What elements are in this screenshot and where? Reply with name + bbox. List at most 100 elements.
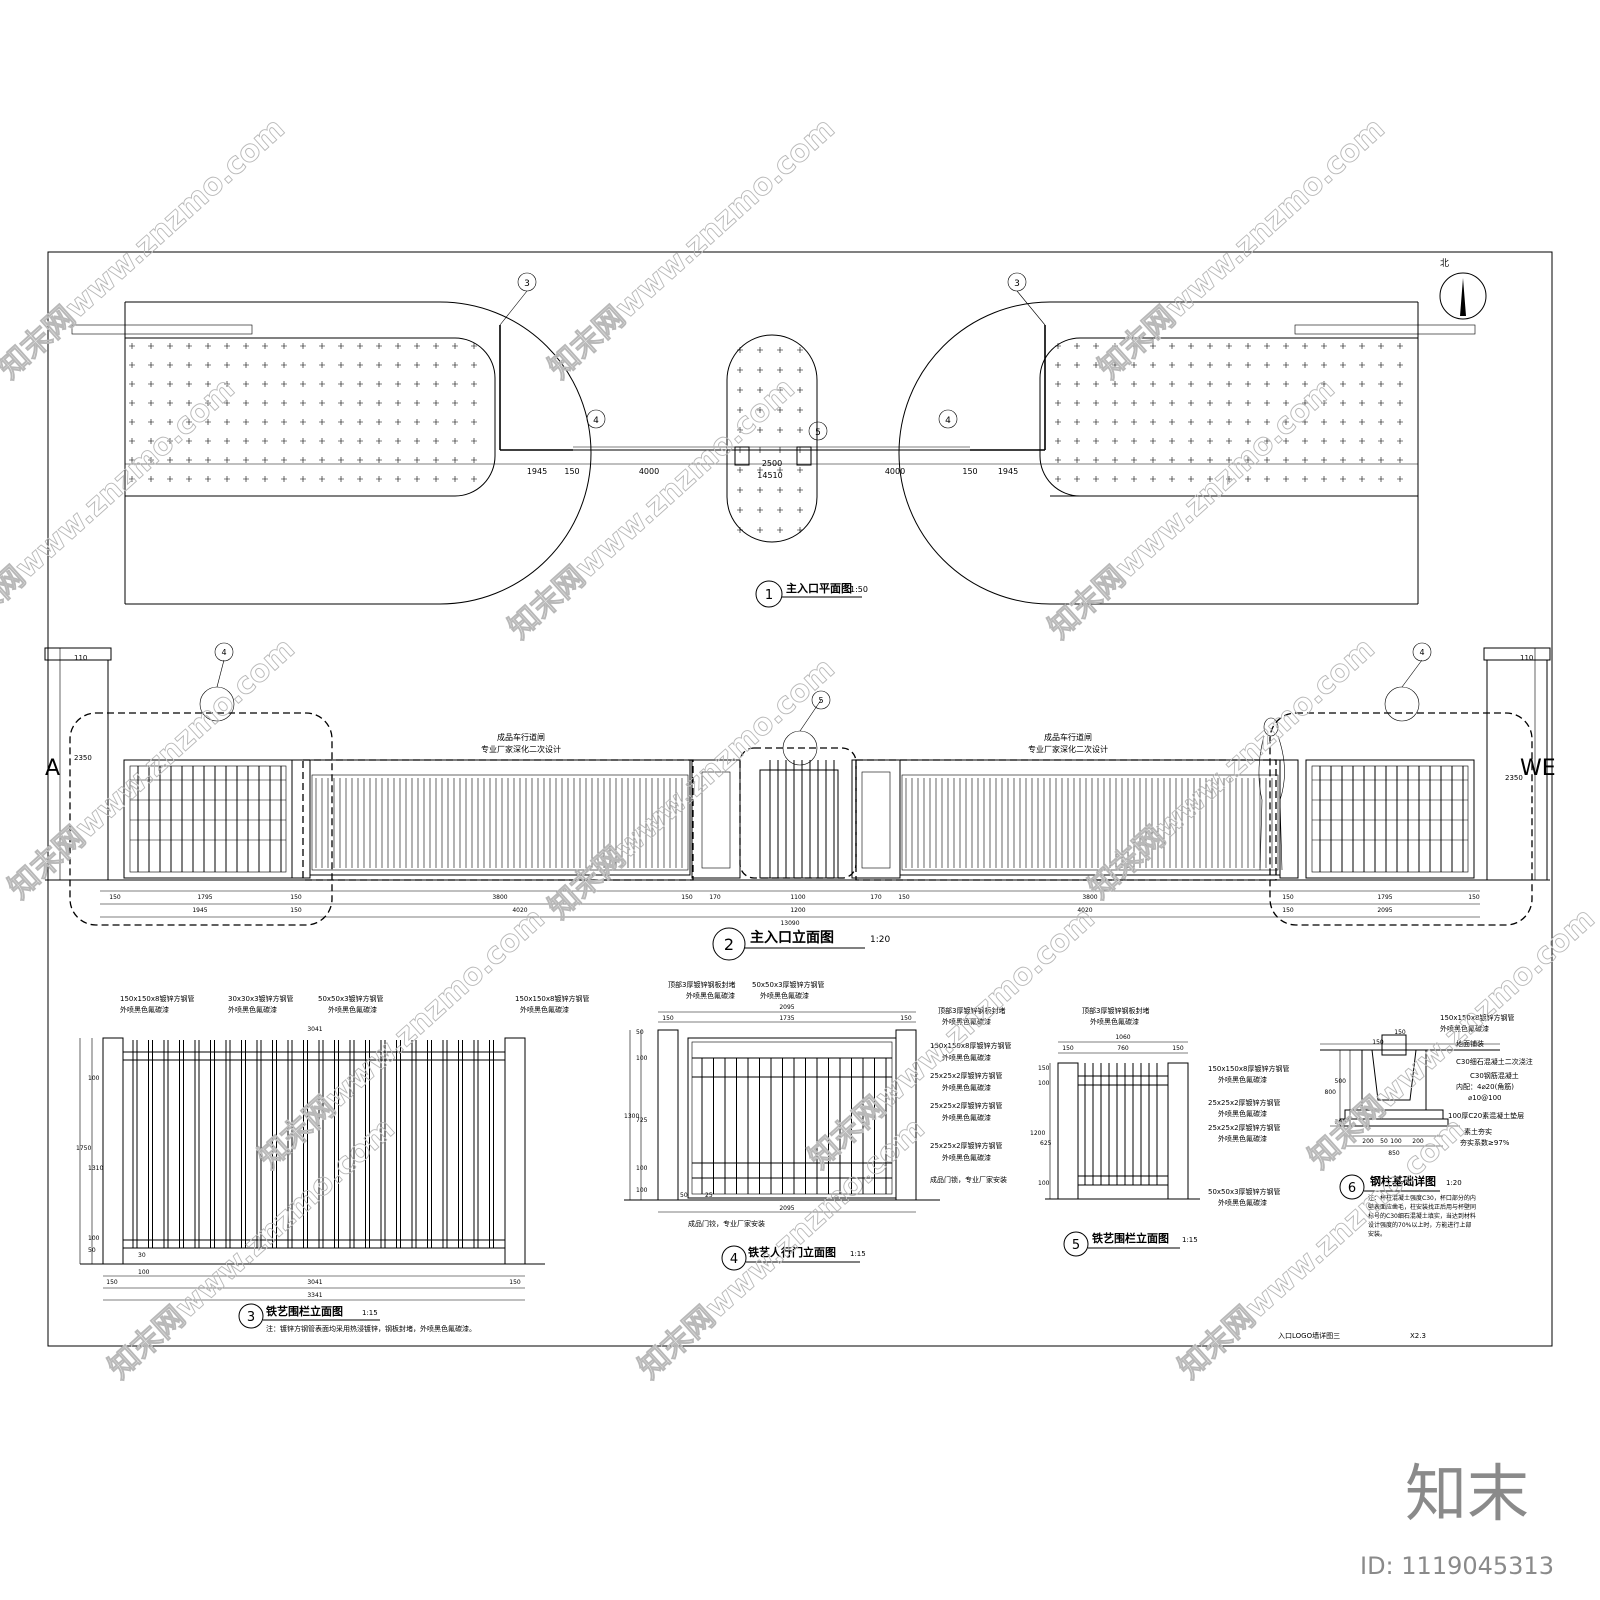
hatch-mark	[1150, 343, 1156, 349]
hatch-mark	[471, 438, 477, 444]
hatch-mark	[757, 427, 763, 433]
detail3-drawing	[79, 1037, 545, 1329]
d3-hdim-5: 50	[88, 1247, 96, 1254]
d6-dim-9: 200	[1412, 1138, 1424, 1145]
d4-scale: 1:15	[850, 1250, 866, 1258]
hatch-mark	[186, 419, 192, 425]
d3-title: 铁艺围栏立面图	[266, 1304, 343, 1318]
d4-spacing-50: 50	[680, 1192, 688, 1199]
hatch-mark	[338, 343, 344, 349]
d5-hdim-2: 100	[1038, 1080, 1050, 1087]
hatch-mark	[737, 467, 743, 473]
hatch-mark	[433, 419, 439, 425]
d5-note-r-7: 50x50x3厚镀锌方钢管	[1208, 1187, 1281, 1196]
hatch-mark	[414, 476, 420, 482]
hatch-mark	[1340, 476, 1346, 482]
elev-r2-d1: 1945	[192, 907, 207, 914]
hatch-mark	[1245, 438, 1251, 444]
hatch-mark	[395, 476, 401, 482]
hatch-mark	[1207, 476, 1213, 482]
hatch-mark	[1264, 457, 1270, 463]
hatch-mark	[1340, 457, 1346, 463]
hatch-mark	[1321, 419, 1327, 425]
hatch-mark	[1150, 438, 1156, 444]
hatch-mark	[1359, 400, 1365, 406]
hatch-mark	[167, 476, 173, 482]
hatch-mark	[338, 381, 344, 387]
hatch-mark	[1055, 438, 1061, 444]
hatch-mark	[205, 457, 211, 463]
d4-note-r-7: 25x25x2厚镀锌方钢管	[930, 1101, 1003, 1110]
d6-dim-10: 850	[1388, 1150, 1400, 1157]
hatch-mark	[452, 343, 458, 349]
hatch-mark	[243, 400, 249, 406]
d4-top-dim-3: 150	[662, 1015, 674, 1022]
hatch-mark	[737, 447, 743, 453]
sign-letters-left: A	[45, 756, 60, 781]
watermark-text: 知末网www.znzmo.com	[502, 371, 802, 646]
d5-note-r-8: 外喷黑色氟碳漆	[1218, 1198, 1267, 1207]
hatch-mark	[186, 343, 192, 349]
hatch-mark	[1245, 343, 1251, 349]
hatch-mark	[243, 362, 249, 368]
hatch-mark	[757, 487, 763, 493]
elevation-fence-bars	[130, 760, 1468, 878]
watermark-text: 知末网www.znzmo.com	[102, 1111, 402, 1386]
d5-hdim-3: 1200	[1030, 1130, 1045, 1137]
hatch-mark	[797, 427, 803, 433]
hatch-mark	[129, 362, 135, 368]
hatch-mark	[243, 381, 249, 387]
hatch-mark	[376, 343, 382, 349]
watermark-text: 知末网www.znzmo.com	[1082, 631, 1382, 906]
hatch-mark	[1283, 476, 1289, 482]
hatch-mark	[129, 419, 135, 425]
hatch-mark	[1112, 343, 1118, 349]
hatch-mark	[1245, 362, 1251, 368]
d6-dim-1: 150	[1394, 1029, 1406, 1036]
plan-dim-5: 4000	[885, 467, 905, 476]
d3-spacing-30: 30	[138, 1252, 146, 1259]
d6-scale: 1:20	[1446, 1179, 1462, 1187]
hatch-mark	[414, 419, 420, 425]
hatch-mark	[433, 343, 439, 349]
plan-callout-3b: 3	[1014, 279, 1020, 289]
hatch-mark	[1207, 419, 1213, 425]
hatch-mark	[1131, 381, 1137, 387]
hatch-mark	[319, 476, 325, 482]
d4-note-r-4: 外喷黑色氟碳漆	[942, 1053, 991, 1062]
d4-top-dim-2: 1735	[779, 1015, 794, 1022]
d3-note-8: 外喷黑色氟碳漆	[520, 1005, 569, 1014]
hatch-mark	[1302, 457, 1308, 463]
hatch-mark	[452, 381, 458, 387]
hatch-mark	[1074, 343, 1080, 349]
elev-title: 主入口立面图	[750, 929, 834, 946]
d4-note-top-1: 顶部3厚镀锌钢板封堵	[668, 980, 735, 989]
elev-r2-d7: 2095	[1377, 907, 1392, 914]
hatch-mark	[1226, 457, 1232, 463]
hatch-mark	[1131, 362, 1137, 368]
d4-title: 铁艺人行门立面图	[748, 1245, 836, 1259]
hatch-mark	[737, 427, 743, 433]
hatch-mark	[414, 457, 420, 463]
hatch-mark	[737, 387, 743, 393]
hatch-mark	[224, 438, 230, 444]
hatch-mark	[186, 381, 192, 387]
d3-note-4: 外喷黑色氟碳漆	[228, 1005, 277, 1014]
hatch-mark	[357, 476, 363, 482]
d3-footnote: 注：镀锌方钢管表面均采用热浸镀锌，钢板封堵，外喷黑色氟碳漆。	[266, 1324, 476, 1333]
hatch-mark	[1131, 343, 1137, 349]
hatch-mark	[1226, 438, 1232, 444]
d4-note-r-10: 外喷黑色氟碳漆	[942, 1153, 991, 1162]
d3-note-1: 150x150x8镀锌方钢管	[120, 994, 194, 1003]
elev-note-right-1: 成品车行道闸	[1044, 732, 1092, 742]
hatch-mark	[1150, 476, 1156, 482]
hatch-mark	[1340, 419, 1346, 425]
hatch-mark	[1112, 400, 1118, 406]
hatch-mark	[148, 343, 154, 349]
hatch-mark	[414, 362, 420, 368]
hatch-mark	[376, 419, 382, 425]
hatch-mark	[1169, 381, 1175, 387]
island-planter	[726, 334, 818, 543]
hatch-mark	[186, 438, 192, 444]
